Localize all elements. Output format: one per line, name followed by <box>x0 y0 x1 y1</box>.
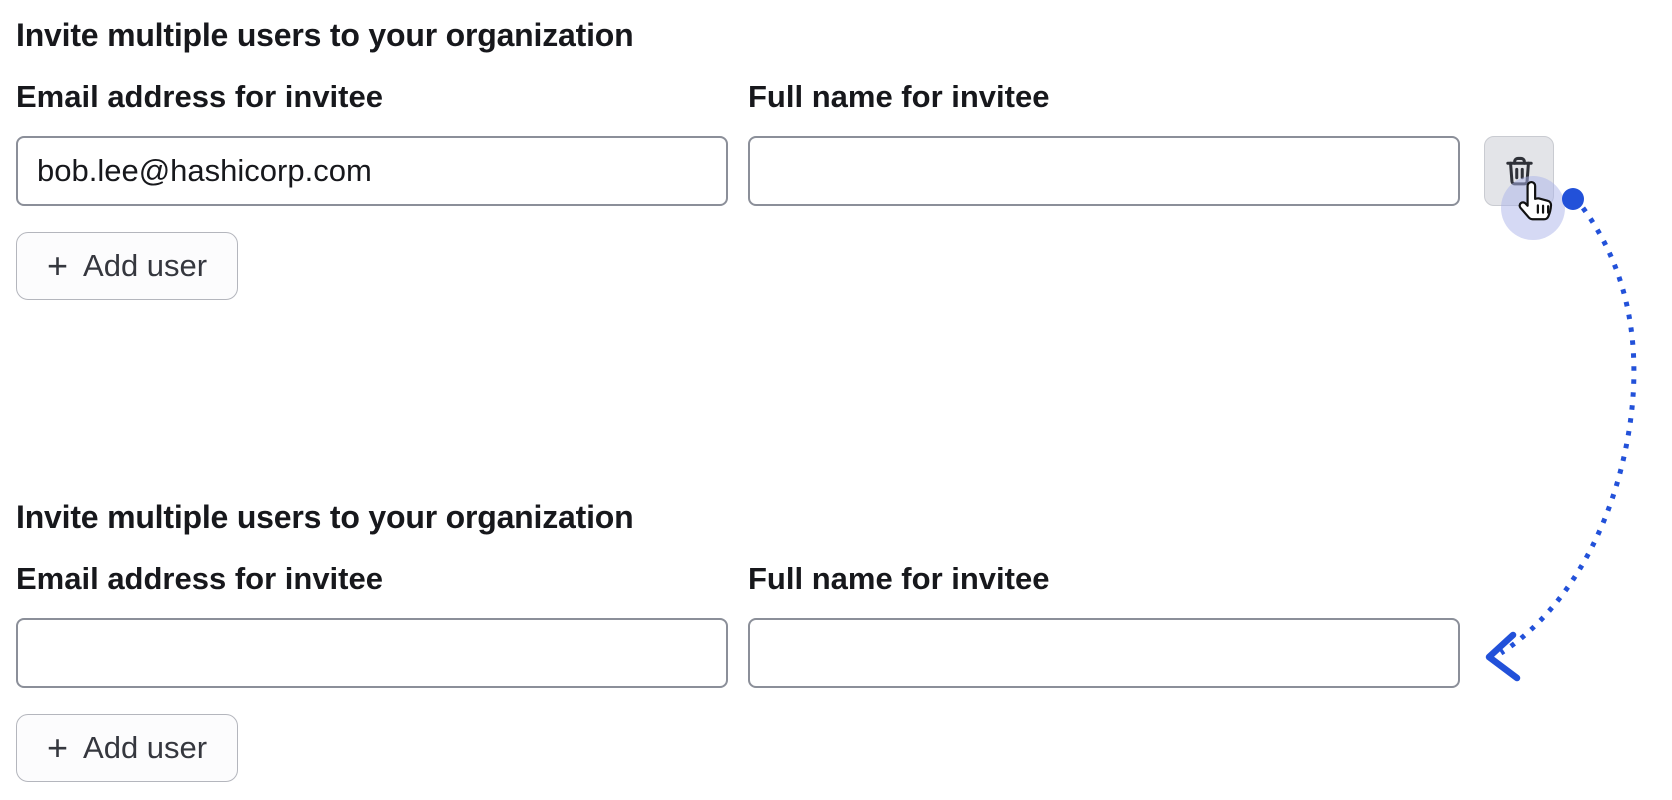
plus-icon: + <box>47 727 69 768</box>
fullname-input[interactable] <box>748 136 1460 206</box>
email-label: Email address for invitee <box>16 561 383 596</box>
fullname-label: Full name for invitee <box>748 79 1050 114</box>
add-user-label: Add user <box>83 248 208 283</box>
section-title: Invite multiple users to your organizati… <box>16 499 634 535</box>
email-input[interactable] <box>16 136 728 206</box>
fullname-input[interactable] <box>748 618 1460 688</box>
inputs-row <box>16 618 1672 688</box>
add-user-button[interactable]: + Add user <box>16 232 239 300</box>
email-label: Email address for invitee <box>16 79 383 114</box>
fullname-label: Full name for invitee <box>748 561 1050 596</box>
plus-icon: + <box>47 245 69 286</box>
add-user-label: Add user <box>83 730 208 765</box>
delete-user-button[interactable] <box>1484 136 1554 206</box>
invite-form-after: Invite multiple users to your organizati… <box>0 496 1672 782</box>
invite-form-before: Invite multiple users to your organizati… <box>0 0 1672 300</box>
field-labels-row: Email address for invitee Full name for … <box>16 558 1672 600</box>
inputs-row <box>16 136 1672 206</box>
trash-icon <box>1503 155 1536 188</box>
email-input[interactable] <box>16 618 728 688</box>
field-labels-row: Email address for invitee Full name for … <box>16 76 1672 118</box>
section-title: Invite multiple users to your organizati… <box>16 17 634 53</box>
add-user-button[interactable]: + Add user <box>16 714 239 782</box>
